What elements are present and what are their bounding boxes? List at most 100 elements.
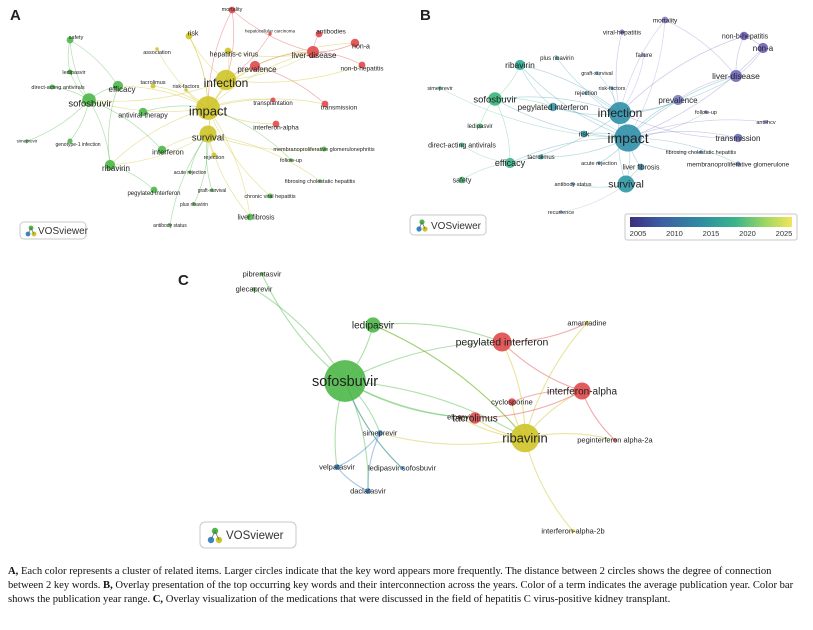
node-tacrolimus-label: tacrolimus: [527, 155, 554, 161]
node-non-b-hepatitis-label: non-b-hepatitis: [341, 65, 385, 72]
node-risk-circle: [580, 130, 588, 138]
vosviewer-logo-icon: [207, 527, 223, 544]
vosviewer-logo-icon: [416, 219, 428, 232]
node-infection-label: infection: [204, 76, 249, 90]
node-ribavirin-circle: [104, 159, 116, 171]
network-edge: [26, 99, 90, 142]
network-edge: [207, 133, 321, 182]
node-ribavirin-label: ribavirin: [502, 431, 548, 446]
network-edge: [619, 19, 666, 114]
node-ledipasvir-label: ledipasvir: [352, 321, 395, 332]
panel-c-edges: [253, 273, 616, 532]
network-edge: [439, 87, 629, 139]
panel-a-logo-text: VOSviewer: [38, 226, 89, 237]
node-risk-label: risk: [188, 30, 199, 37]
node-antibody-status-label: antibody status: [555, 182, 592, 188]
network-edge: [207, 98, 326, 109]
node-prevalence-label: prevalence: [658, 96, 698, 105]
node-plus-ribavirin-label: plus ribavirin: [540, 56, 574, 62]
node-rejection-label: rejection: [204, 155, 225, 161]
node-safety-circle: [66, 36, 74, 44]
network-edge: [225, 64, 363, 83]
figure-caption: A, Each color represents a cluster of re…: [8, 565, 808, 607]
node-risk-factors-label: risk-factors: [173, 84, 200, 90]
node-graft-survival-circle: [210, 188, 214, 192]
node-efficacy-circle: [504, 157, 516, 169]
node-sofosbuvir-label: sofosbuvir: [68, 98, 111, 109]
node-plus-ribavirin-label: plus ribavirin: [180, 202, 208, 208]
node-ledipasvir-circle: [365, 317, 381, 333]
node-direct-acting-antivirals-label: direct-acting antivirals: [31, 85, 84, 91]
node-rejection-circle: [211, 152, 217, 158]
node-risk-label: risk: [579, 131, 590, 138]
node-ledipasvir-label: ledipasvir: [467, 124, 492, 130]
node-liver-fibrosis-circle: [637, 163, 645, 171]
node-ledipasvir-sofosbuvir-label: ledipasvir sofosbuvir: [368, 464, 436, 473]
node-transmission-label: transmission: [321, 104, 358, 111]
network-edge: [581, 390, 616, 441]
node-survival-circle: [199, 125, 217, 143]
node-prevalence-label: prevalence: [237, 65, 277, 74]
node-chronic-viral-hepatitis-circle: [267, 193, 273, 199]
network-edge: [225, 42, 356, 81]
node-safety-circle: [458, 176, 466, 184]
network-edge: [344, 380, 526, 439]
network-edge: [67, 39, 71, 73]
node-impact-label: impact: [189, 104, 228, 119]
node-ribavirin-circle: [510, 423, 540, 453]
network-edge: [88, 79, 227, 102]
node-daclatasvir-label: daclatasvir: [350, 487, 386, 496]
panel-c-vosviewer-logo: VOSviewer: [199, 521, 297, 549]
node-membranoproliferative-glomerulone-label: membranoproliferative glomerulone: [687, 161, 790, 168]
node-survival-label: survival: [608, 179, 644, 191]
node-peginterferon-alpha-2a-circle: [613, 438, 617, 442]
node-ribavirin-label: ribavirin: [505, 60, 535, 70]
node-antiviral-therapy-circle: [138, 107, 148, 117]
node-genotype-1-infection-circle: [67, 138, 73, 144]
node-acute-rejection-circle: [188, 170, 192, 174]
node-transplantation-label: transplantation: [253, 101, 292, 107]
node-ledipasvir-circle: [477, 123, 483, 129]
node-survival-circle: [617, 175, 635, 193]
node-risk-factors-circle: [184, 88, 188, 92]
network-edge: [372, 324, 526, 439]
network-edge: [664, 19, 737, 77]
color-bar-tick-2020: 2020: [739, 229, 756, 238]
network-edge: [627, 119, 767, 139]
node-safety-label: safety: [69, 35, 84, 41]
node-simeprevir-label: simeprevir: [17, 139, 38, 144]
node-risk-factors-label: risk-factors: [599, 86, 626, 92]
caption-c-text: Overlay visualization of the medications…: [163, 594, 671, 605]
node-infection-label: infection: [598, 106, 643, 120]
node-tacrolimus-circle: [150, 83, 156, 89]
node-prevalence-circle: [672, 94, 684, 106]
node-pibrentasvir-circle: [260, 272, 264, 276]
color-bar-tick-2010: 2010: [666, 229, 683, 238]
node-pegylated-interferon-circle: [150, 186, 158, 194]
node-mortality-circle: [661, 16, 669, 24]
node-membranoproliferative-glomerulonephritis-circle: [321, 146, 327, 152]
network-edge: [519, 64, 629, 139]
node-rejection-circle: [584, 91, 588, 95]
node-viral-hepatitis-circle: [619, 29, 625, 35]
node-fibrosing-cholestatic-hepatitis-circle: [318, 179, 322, 183]
node-liver-fibrosis-label: liver fibrosis: [238, 214, 275, 221]
network-edge: [474, 390, 583, 419]
node-transmission-circle: [733, 133, 743, 143]
network-edge: [108, 85, 119, 166]
node-pibrentasvir-label: pibrentasvir: [243, 270, 282, 279]
network-edge: [519, 64, 621, 114]
node-elbasvir-label: elbasvir: [447, 413, 473, 422]
panel-b-overlay-network: B mortalityviral-hepatitisnon-b-hepatiti…: [409, 7, 798, 241]
node-mortality-circle: [228, 6, 236, 14]
node-non-a-label: non-a: [352, 43, 370, 50]
panel-b-letter: B: [420, 7, 431, 24]
node-ledipasvir-circle: [67, 69, 73, 75]
network-edge: [509, 112, 621, 164]
network-edge: [372, 322, 503, 343]
color-bar-tick-2025: 2025: [776, 229, 793, 238]
node-pegylated-interferon-label: pegylated interferon: [127, 191, 180, 197]
